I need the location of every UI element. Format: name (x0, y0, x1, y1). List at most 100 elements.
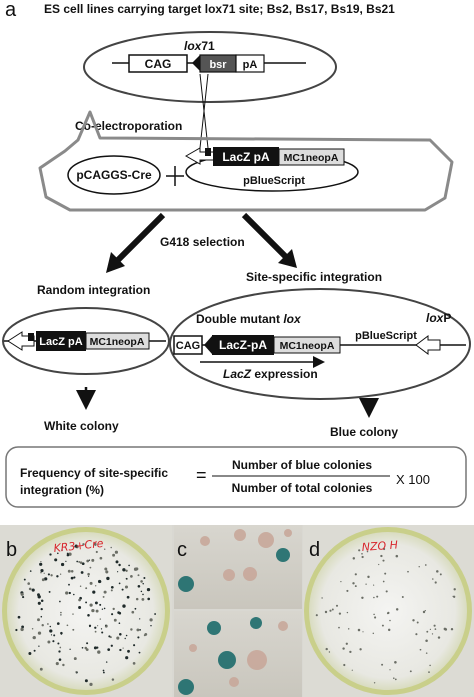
colony-dot (142, 582, 144, 585)
colony-dot (105, 570, 109, 574)
random-lacz-pa-box (36, 331, 86, 351)
colony-dot (130, 628, 133, 631)
blue-colony (218, 651, 236, 669)
colony-dot (117, 611, 120, 614)
colony-dot (94, 626, 97, 629)
colony-dot (315, 614, 318, 617)
colony-dot (15, 628, 18, 632)
panel-label-d: d (309, 539, 320, 561)
colony-dot (131, 610, 135, 614)
lox-site-plasmid (205, 148, 211, 156)
colony-dot (342, 647, 345, 650)
colony-dot (138, 651, 141, 654)
colony-dot (78, 606, 82, 609)
loxp-arrow (415, 335, 441, 355)
white-colony (229, 677, 239, 687)
colony-dot (373, 613, 375, 616)
colony-dot (85, 587, 88, 590)
white-colony (258, 532, 274, 548)
colony-dot (20, 592, 24, 596)
colony-dot (143, 634, 146, 637)
white-colony (278, 621, 288, 631)
colony-dot (434, 581, 437, 584)
colony-dot (101, 631, 104, 634)
colony-dot (354, 573, 357, 576)
colony-dot (99, 618, 102, 620)
colony-dot (382, 559, 385, 562)
plate-d-handwriting: NZO H (361, 538, 398, 553)
colony-dot (119, 648, 122, 652)
colony-dot (142, 593, 144, 596)
white-colony (247, 650, 267, 670)
colony-dot (69, 648, 71, 650)
colony-dot (31, 628, 34, 630)
colony-dot (91, 558, 95, 562)
colony-dot (401, 596, 404, 598)
colony-dot (105, 661, 108, 663)
colony-dot (47, 623, 49, 625)
colony-dot (113, 618, 117, 622)
colony-dot (72, 613, 74, 615)
colony-dot (60, 562, 65, 567)
colony-dot (70, 570, 74, 573)
colony-dot (124, 585, 129, 589)
colony-dot (122, 568, 126, 572)
colony-dot (431, 633, 434, 635)
formula-denominator: Number of total colonies (232, 481, 373, 495)
colony-dot (37, 601, 41, 605)
colony-dot (81, 562, 85, 566)
colony-dot (60, 611, 62, 614)
plate-d-agar (309, 532, 467, 690)
colony-dot (382, 580, 385, 583)
colony-dot (74, 544, 78, 548)
colony-dot (65, 591, 69, 595)
colony-dot (149, 618, 153, 622)
colony-dot (52, 640, 55, 643)
colony-dot (146, 587, 151, 592)
lox-site-random (28, 333, 34, 341)
colony-dot (121, 588, 124, 591)
colony-dot (49, 625, 52, 628)
colony-dot (352, 582, 355, 585)
blue-colony (207, 621, 221, 635)
colony-dot (110, 546, 112, 549)
colony-dot (78, 560, 81, 563)
colony-dot (85, 648, 89, 651)
colony-dot (439, 573, 442, 576)
colony-dot (66, 624, 69, 627)
colony-dot (43, 572, 45, 574)
colony-dot (349, 650, 352, 654)
white-colony (189, 644, 197, 652)
random-integration-ellipse (2, 307, 170, 375)
colony-dot (150, 624, 152, 627)
colony-dot (72, 628, 75, 631)
colony-dot (395, 554, 399, 558)
colony-dot (96, 646, 99, 649)
white-colony (284, 529, 292, 537)
colony-dot (428, 671, 430, 673)
panel-c-colonies (178, 529, 292, 695)
blue-colony (178, 576, 194, 592)
colony-dot (125, 569, 128, 572)
colony-dot (79, 585, 82, 587)
panel-label-b: b (6, 539, 17, 561)
colony-dot (41, 578, 45, 582)
colony-dot (147, 597, 151, 601)
colony-dot (80, 571, 84, 574)
lacz-pa-label: LacZ pA (222, 150, 270, 164)
colony-dot (407, 570, 409, 573)
colony-dot (60, 614, 62, 616)
colony-dot (416, 621, 419, 624)
colony-dot (137, 584, 141, 588)
colony-dot (87, 572, 90, 576)
colony-dot (340, 580, 342, 583)
colony-dot (88, 559, 91, 561)
colony-dot (374, 616, 377, 619)
panel-label-c: c (177, 539, 187, 561)
colony-dot (425, 639, 428, 643)
colony-dot (49, 629, 53, 633)
colony-dot (40, 599, 44, 602)
white-colony (200, 536, 210, 546)
blue-colony (250, 617, 262, 629)
